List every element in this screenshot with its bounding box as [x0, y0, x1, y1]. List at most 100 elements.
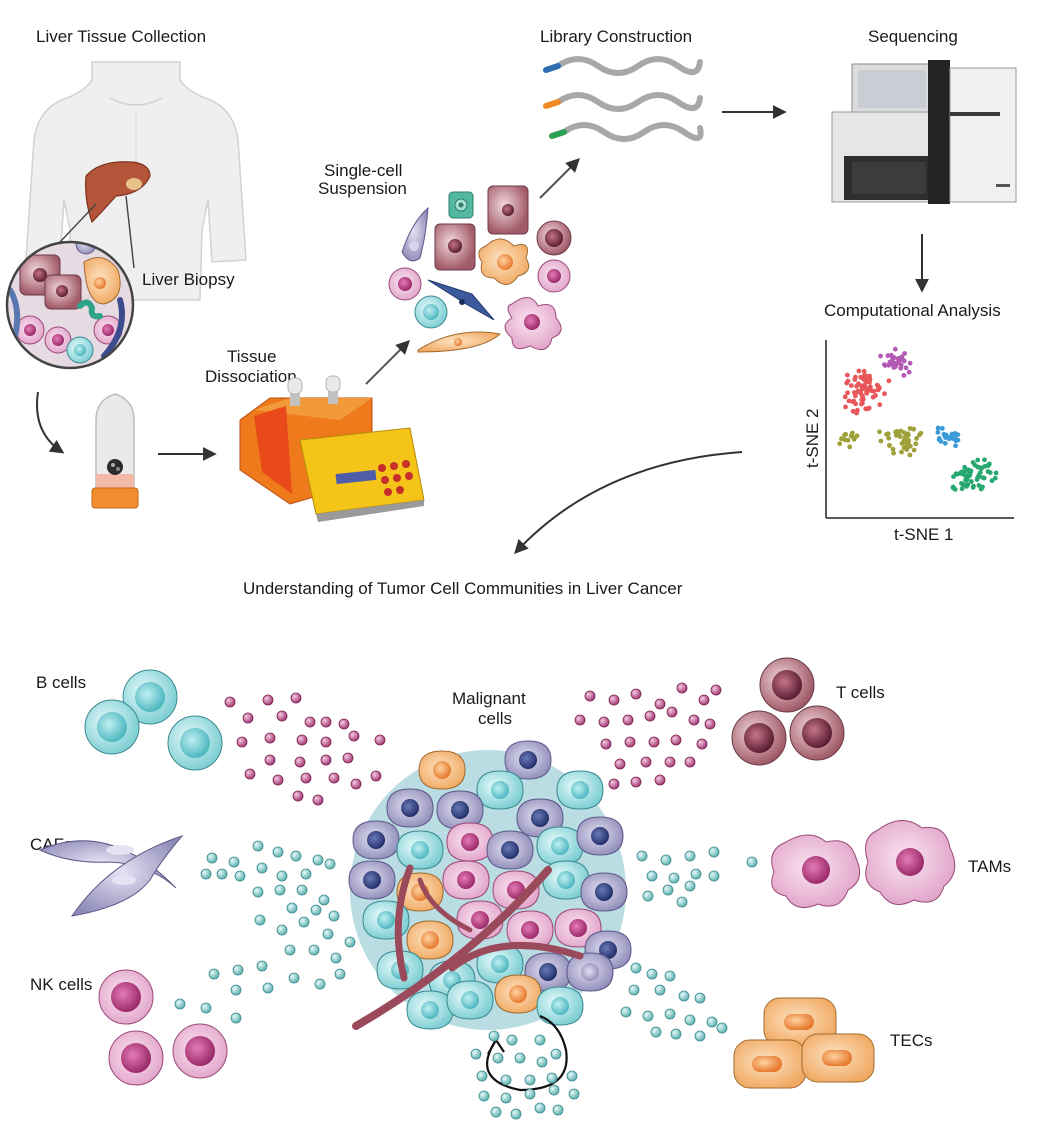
- tsne-point: [892, 346, 898, 352]
- tsne-point: [987, 461, 992, 467]
- cytokine-dot: [252, 840, 264, 852]
- cytokine-dot: [524, 1088, 536, 1100]
- tsne-point: [978, 465, 983, 470]
- cytokine-dot: [534, 1034, 546, 1046]
- cytokine-dot: [552, 1104, 564, 1116]
- tsne-point: [858, 390, 864, 396]
- tsne-point: [886, 362, 892, 368]
- tsne-point: [959, 481, 964, 486]
- cytokine-dot: [276, 924, 288, 936]
- label-malignant: Malignant: [452, 689, 526, 708]
- cytokine-dot: [584, 690, 596, 702]
- label-tissue: Tissue: [227, 347, 276, 366]
- arrow-suspension-to-library: [539, 158, 580, 199]
- tsne-point: [985, 469, 991, 474]
- tsne-point: [878, 438, 884, 444]
- malignant-cell-nucleus: [591, 827, 609, 845]
- malignant-cell-nucleus: [539, 963, 557, 981]
- cytokine-dot: [608, 778, 620, 790]
- tsne-point: [968, 479, 974, 484]
- arrow-dissociator-to-suspension: [365, 340, 410, 385]
- malignant-cell-nucleus: [501, 841, 519, 859]
- cytokine-dot: [708, 846, 720, 858]
- cytokine-dot: [242, 712, 254, 724]
- cytokine-dot: [232, 964, 244, 976]
- cytokine-dot: [304, 716, 316, 728]
- cytokine-dot: [216, 868, 228, 880]
- cytokine-dot: [264, 754, 276, 766]
- cytokine-dot: [546, 1072, 558, 1084]
- malignant-cell-nucleus: [411, 841, 429, 859]
- cytokine-dot: [290, 692, 302, 704]
- caf-group: [38, 834, 184, 917]
- malignant-cell-nucleus: [401, 799, 419, 817]
- tsne-point: [907, 426, 913, 431]
- tsne-point: [918, 430, 924, 436]
- tsne-point: [950, 485, 956, 491]
- cytokine-dot: [230, 984, 242, 996]
- tsne-point: [878, 353, 883, 359]
- tsne-point: [993, 470, 999, 476]
- cytokine-dot: [236, 736, 248, 748]
- tsne-point: [992, 475, 998, 481]
- liver-icon: [85, 161, 151, 224]
- tsne-point: [890, 360, 896, 365]
- cytokine-dot: [224, 696, 236, 708]
- tsne-point: [895, 356, 901, 362]
- tsne-point: [851, 398, 857, 404]
- cytokine-dot: [630, 688, 642, 700]
- cytokine-dot: [334, 968, 346, 980]
- cytokine-dot: [646, 870, 658, 882]
- cytokine-dot: [660, 854, 672, 866]
- cytokine-dot: [574, 714, 586, 726]
- cytokine-dot: [174, 998, 186, 1010]
- malignant-cell-nucleus: [521, 921, 539, 939]
- tsne-point: [935, 429, 941, 435]
- cytokine-dot: [510, 1108, 522, 1120]
- cytokine-dot: [524, 1074, 536, 1086]
- malignant-cell-nucleus: [461, 833, 479, 851]
- malignant-cell-nucleus: [451, 801, 469, 819]
- malignant-cell-nucleus: [433, 761, 451, 779]
- tsne-point: [886, 435, 892, 441]
- biopsy-tube-icon: [91, 393, 139, 509]
- cytokine-dot: [670, 1028, 682, 1040]
- tsne-point: [935, 425, 941, 431]
- tsne-point: [845, 378, 851, 384]
- tsne-point: [860, 400, 865, 406]
- single-cell-suspension: [388, 185, 572, 353]
- cytokine-dot: [642, 890, 654, 902]
- cytokine-dot: [272, 846, 284, 858]
- label-single-cell: Single-cell: [324, 161, 402, 180]
- cytokine-dot: [568, 1088, 580, 1100]
- t-cell-group: [731, 657, 845, 766]
- cytokine-dot: [330, 952, 342, 964]
- tsne-point: [907, 452, 913, 458]
- cytokine-dot: [328, 910, 340, 922]
- cytokine-dot: [622, 714, 634, 726]
- cytokine-dot: [254, 914, 266, 926]
- malignant-cell-nucleus: [519, 751, 537, 769]
- label-liver-biopsy: Liver Biopsy: [142, 270, 235, 289]
- label-computational-analysis: Computational Analysis: [824, 301, 1001, 320]
- tsne-point: [884, 432, 889, 437]
- tsne-point: [848, 383, 854, 388]
- tsne-point: [942, 440, 948, 446]
- cytokine-dot: [276, 710, 288, 722]
- malignant-cell-nucleus: [551, 997, 569, 1015]
- cytokine-dot: [320, 736, 332, 748]
- cytokine-dot: [636, 850, 648, 862]
- cytokine-dot: [598, 716, 610, 728]
- cytokine-dot: [688, 714, 700, 726]
- tsne-point: [871, 388, 877, 394]
- cytokine-dot: [628, 984, 640, 996]
- cytokine-dot: [370, 770, 382, 782]
- malignant-cell-nucleus: [471, 911, 489, 929]
- cytokine-dot: [294, 756, 306, 768]
- tsne-point: [949, 434, 954, 439]
- tsne-point: [907, 360, 913, 366]
- label-understanding: Understanding of Tumor Cell Communities …: [243, 579, 683, 598]
- tsne-point: [906, 369, 912, 375]
- tsne-point: [847, 444, 853, 450]
- tsne-point: [976, 483, 982, 488]
